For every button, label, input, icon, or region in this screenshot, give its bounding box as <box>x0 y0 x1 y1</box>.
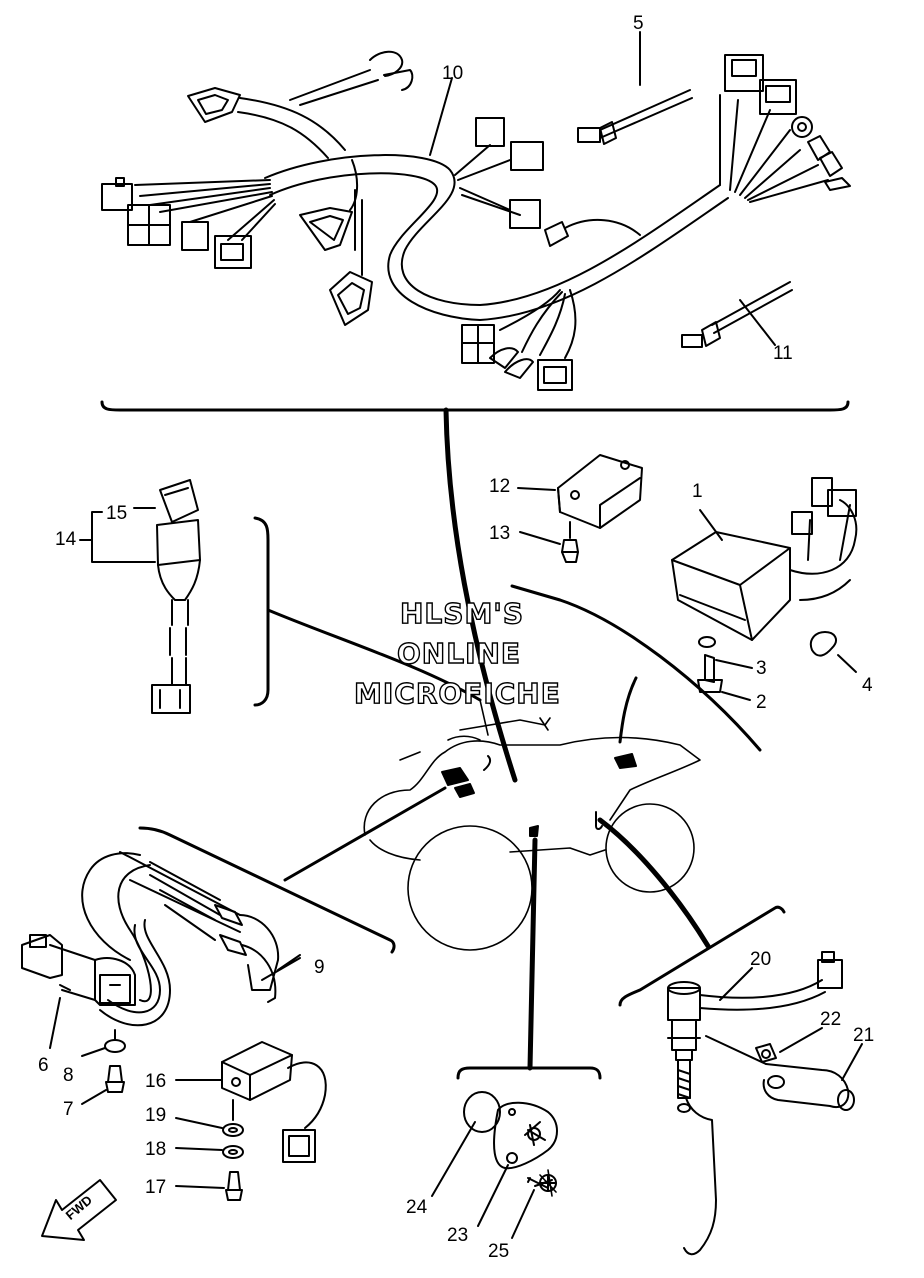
atv-mark-1 <box>441 767 469 786</box>
atv-mark-6 <box>595 811 603 830</box>
callout-2: 2 <box>756 692 767 713</box>
callout-1: 1 <box>692 481 703 502</box>
watermark-line-3: MICROFICHE <box>353 677 561 710</box>
callout-20: 20 <box>750 949 772 970</box>
bracket-cdi <box>510 584 762 752</box>
callout-24: 24 <box>406 1197 428 1218</box>
bolt-7 <box>107 1065 123 1083</box>
atv-mark-5 <box>483 755 492 771</box>
watermark-line-2: ONLINE <box>396 637 522 670</box>
callout-13: 13 <box>489 523 511 544</box>
callout-9: 9 <box>314 957 325 978</box>
callout-23: 23 <box>447 1225 469 1246</box>
part-6-9 <box>21 851 301 1049</box>
harness-line <box>443 407 518 783</box>
callout-4: 4 <box>862 675 873 696</box>
part-20-22 <box>667 951 863 1256</box>
callout-10: 10 <box>442 63 464 84</box>
bracket-center <box>456 1066 602 1080</box>
fwd-arrow <box>41 1179 117 1241</box>
leader-cdi <box>618 676 638 744</box>
callout-18: 18 <box>145 1139 167 1160</box>
atv-mark-3 <box>614 753 637 769</box>
callout-12: 12 <box>489 476 511 497</box>
callout-14: 14 <box>55 529 77 550</box>
callout-21: 21 <box>853 1025 875 1046</box>
part-1-4 <box>671 477 858 701</box>
callout-22: 22 <box>820 1009 842 1030</box>
wire-harness <box>101 50 851 391</box>
part-12-13 <box>517 454 643 563</box>
leader-11 <box>739 299 776 346</box>
washer-8 <box>104 1039 126 1053</box>
atv-mark-2 <box>454 783 475 798</box>
callout-25: 25 <box>488 1241 510 1262</box>
part-23-25 <box>431 1091 558 1239</box>
part-16-19 <box>175 1041 327 1201</box>
leader-ignition <box>283 786 447 882</box>
leader-center <box>527 837 538 1071</box>
callout-16: 16 <box>145 1071 167 1092</box>
leader-7 <box>81 1089 107 1105</box>
leader-switch <box>266 608 482 702</box>
callout-5: 5 <box>633 13 644 34</box>
callout-17: 17 <box>145 1177 167 1198</box>
callout-3: 3 <box>756 658 767 679</box>
bracket-ignition <box>138 826 396 954</box>
part-14-15 <box>79 479 201 714</box>
leader-8 <box>81 1047 106 1057</box>
leader-brake <box>597 817 711 949</box>
bracket-top <box>100 400 850 412</box>
bolt-7-head <box>105 1081 125 1093</box>
atv-mark-4 <box>529 825 539 837</box>
bracket-switch <box>253 516 270 707</box>
callout-7: 7 <box>63 1099 74 1120</box>
callout-15: 15 <box>106 503 128 524</box>
watermark-line-1: HLSM'S <box>399 597 525 630</box>
bracket-brake <box>618 905 786 1007</box>
callout-11: 11 <box>773 343 793 364</box>
callout-6: 6 <box>38 1055 49 1076</box>
callout-19: 19 <box>145 1105 167 1126</box>
leader-10 <box>429 77 453 156</box>
callout-8: 8 <box>63 1065 74 1086</box>
